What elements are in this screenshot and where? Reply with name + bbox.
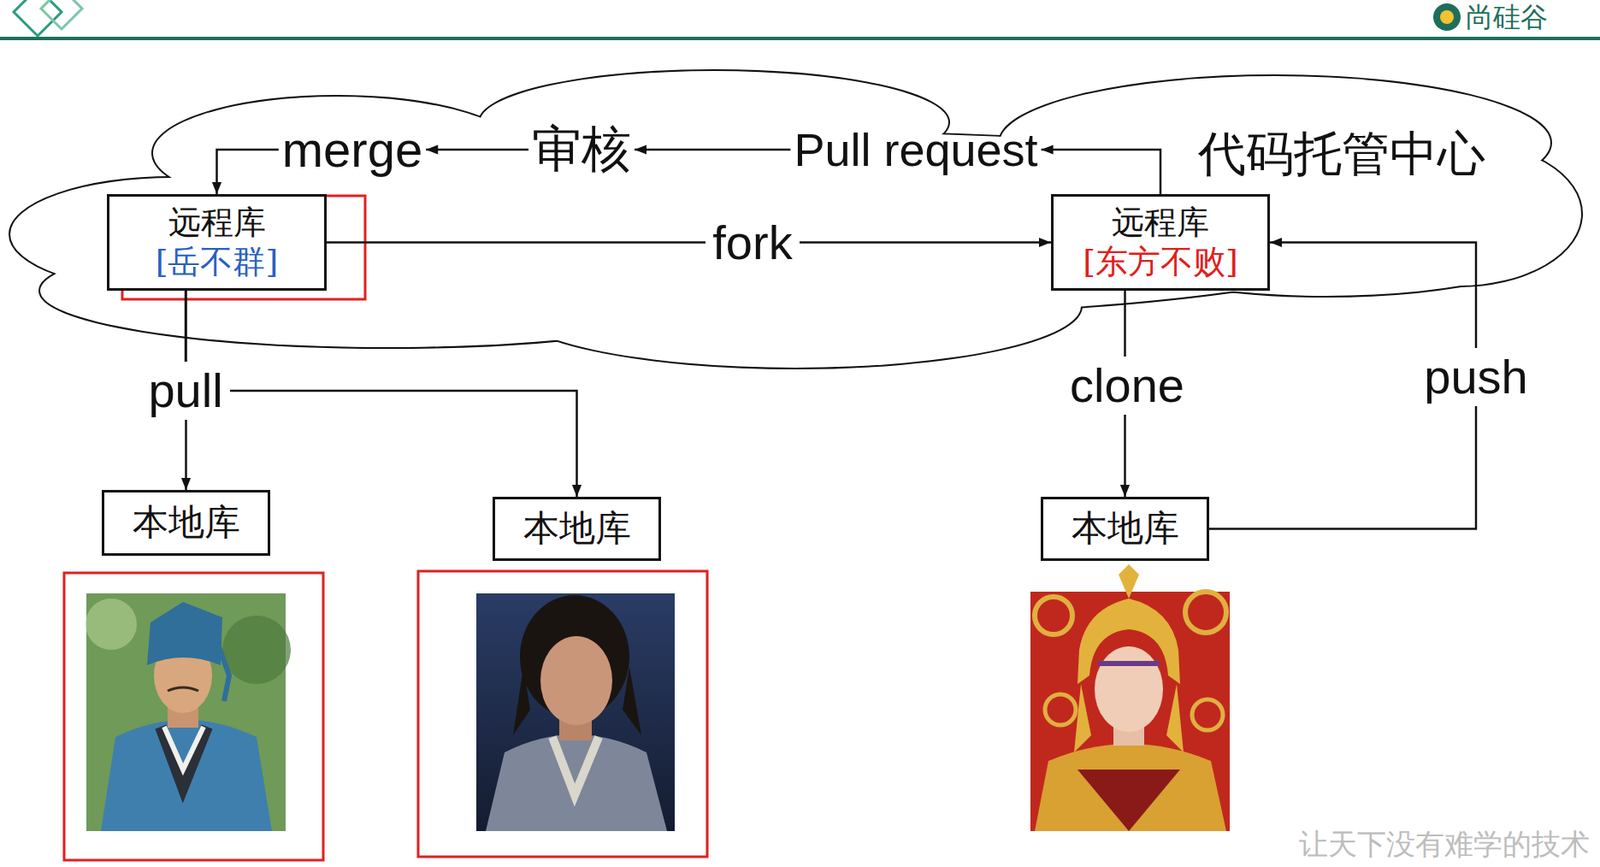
- edge-label: clone: [1062, 356, 1192, 414]
- header-bar: [0, 0, 1600, 41]
- highlight-frame: [64, 572, 324, 861]
- box-text: 本地库: [523, 507, 632, 550]
- connector-arrow: [1041, 149, 1161, 195]
- connector-arrow: [185, 290, 578, 497]
- highlight-frames: [64, 195, 708, 861]
- logo-dot: [1440, 10, 1454, 24]
- photo-ground: [476, 593, 675, 832]
- logo-diamond: [41, 0, 83, 30]
- step-label: Pull request: [793, 122, 1038, 178]
- connector-arrow: [217, 149, 279, 195]
- step-text: 审核: [528, 119, 635, 180]
- photo-ground: [1030, 591, 1230, 832]
- box-text: 远程库: [1111, 203, 1210, 243]
- hat: [147, 602, 223, 666]
- box-text: [岳不群]: [155, 242, 279, 283]
- highlight-frame: [418, 571, 708, 857]
- connector-arrow: [425, 148, 529, 152]
- logo-text: 尚硅谷: [1465, 0, 1548, 34]
- connector-arrow: [326, 241, 1051, 244]
- portrait-yue: [85, 593, 291, 832]
- edge-label: push: [1416, 348, 1535, 406]
- portrait-dongfang: [1030, 564, 1230, 832]
- cloud-title: 代码托管中心: [1198, 124, 1486, 183]
- step-text: Pull request: [790, 122, 1041, 178]
- logo-diamond: [13, 0, 62, 36]
- face: [540, 636, 613, 726]
- edge-label: pull: [141, 361, 230, 420]
- cloud-fill: [10, 70, 1582, 368]
- step-label: 审核: [531, 119, 632, 180]
- watermark: 让天下没有难学的技术: [1298, 826, 1590, 862]
- local-box: 本地库: [101, 490, 271, 556]
- helmet: [1077, 598, 1181, 685]
- cloud-outline: [10, 70, 1582, 368]
- repo-box: 远程库[东方不败]: [1050, 194, 1270, 291]
- local-box: 本地库: [492, 496, 662, 561]
- local-box: 本地库: [1040, 496, 1210, 561]
- robe: [485, 734, 668, 832]
- connector-arrow: [634, 148, 791, 152]
- armor: [1034, 743, 1227, 832]
- robe: [100, 720, 272, 832]
- edge-label: fork: [705, 213, 799, 272]
- box-text: 远程库: [168, 203, 266, 243]
- header-line: [0, 36, 1600, 41]
- face: [1094, 646, 1164, 733]
- logo-ring: [1433, 3, 1461, 31]
- box-text: 本地库: [132, 501, 241, 544]
- step-text: merge: [278, 119, 426, 180]
- step-label: merge: [282, 119, 423, 180]
- box-text: 本地库: [1071, 507, 1180, 550]
- cloud-stroke: [10, 70, 1582, 368]
- portrait-linghu: [476, 593, 675, 832]
- box-text: [东方不败]: [1082, 242, 1239, 283]
- repo-box: 远程库[岳不群]: [106, 194, 327, 291]
